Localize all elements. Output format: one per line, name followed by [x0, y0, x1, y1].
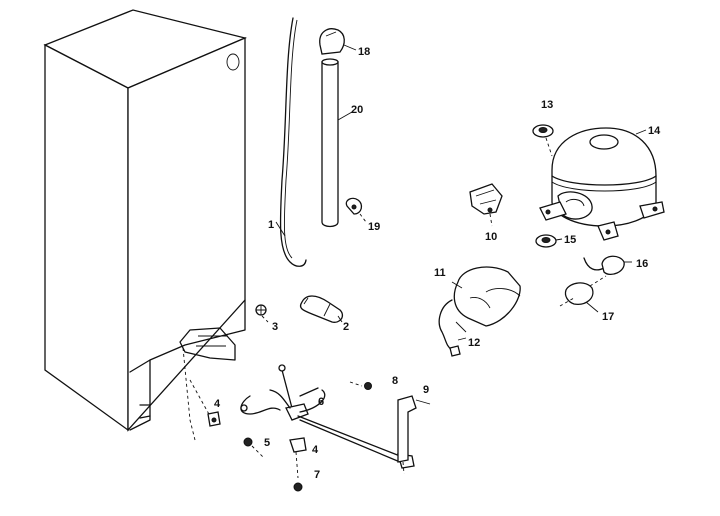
part-12-cord — [438, 299, 467, 357]
part-11-capacitor — [451, 266, 521, 327]
callout-19: 19 — [368, 221, 380, 233]
part-19-clip — [345, 197, 367, 223]
part-9-bracket — [397, 395, 431, 475]
callout-15: 15 — [564, 234, 576, 246]
callout-11: 11 — [434, 267, 446, 279]
part-4-grommet-left — [207, 411, 221, 427]
callout-12: 12 — [468, 337, 480, 349]
part-15-grommet — [535, 234, 563, 248]
callout-2: 2 — [343, 321, 349, 333]
part-7-screw — [293, 482, 303, 492]
callout-4-left: 4 — [214, 398, 221, 410]
part-4-grommet-right — [289, 437, 307, 479]
part-8-screw — [349, 381, 372, 390]
part-14-compressor — [539, 127, 665, 241]
part-16-overload — [583, 255, 632, 276]
part-18-cap — [319, 28, 357, 55]
part-20-drain-tube — [321, 58, 353, 228]
callout-9: 9 — [423, 384, 429, 396]
callout-10: 10 — [485, 231, 497, 243]
callout-6: 6 — [318, 396, 324, 408]
drain-hole — [226, 53, 240, 71]
callout-4-right: 4 — [312, 444, 319, 456]
callout-7: 7 — [314, 469, 320, 481]
part-5-nut — [243, 437, 265, 459]
callout-18: 18 — [358, 46, 370, 58]
cabinet — [43, 9, 248, 441]
callout-3: 3 — [272, 321, 278, 333]
part-6-bracket-assembly — [240, 364, 415, 469]
callout-13: 13 — [541, 99, 553, 111]
callout-20: 20 — [351, 104, 363, 116]
part-10-relay — [469, 183, 503, 227]
callout-5: 5 — [264, 437, 270, 449]
callout-14: 14 — [648, 125, 661, 137]
callout-17: 17 — [602, 311, 614, 323]
callout-8: 8 — [392, 375, 398, 387]
part-2-drier — [299, 295, 344, 323]
callout-labels: 1 2 3 4 4 5 6 7 8 9 10 11 12 13 14 15 16… — [214, 46, 661, 481]
part-17-clip — [559, 275, 607, 313]
callout-1: 1 — [268, 219, 274, 231]
callout-16: 16 — [636, 258, 648, 270]
part-3-screw — [255, 304, 269, 323]
part-1-tube — [275, 17, 307, 267]
mounting-hardware — [189, 364, 415, 492]
part-13-grommet — [532, 124, 554, 157]
